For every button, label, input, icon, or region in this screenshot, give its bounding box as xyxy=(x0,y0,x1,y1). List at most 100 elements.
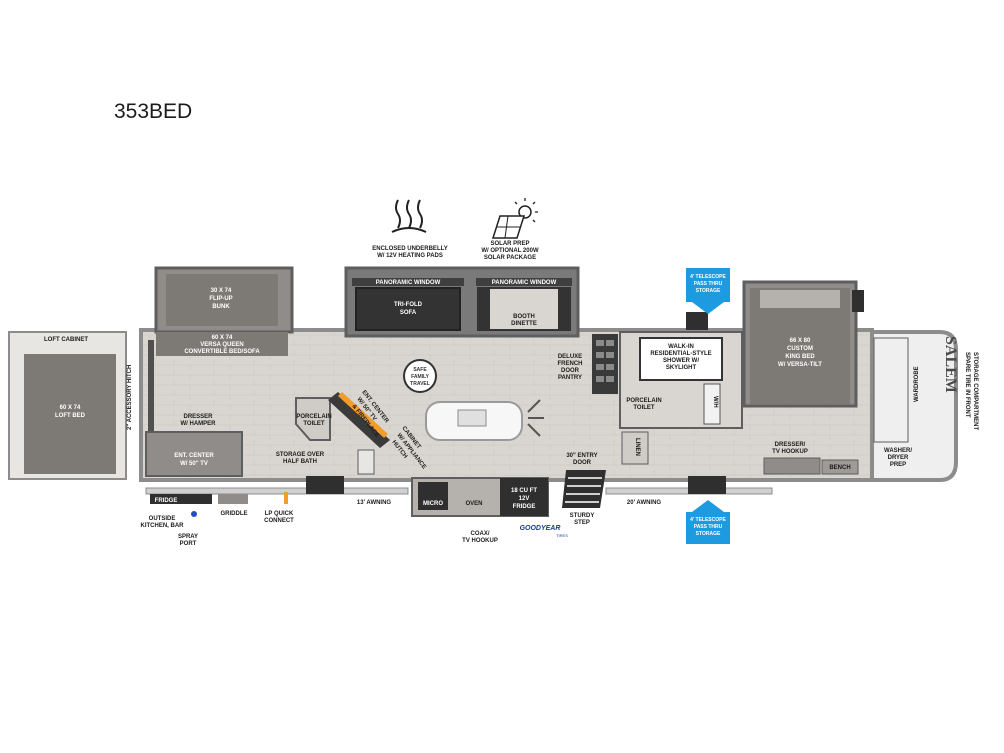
bunk-type: FLIP-UP xyxy=(209,296,232,302)
badge-line-2: FAMILY xyxy=(411,374,430,380)
dinette-seat-left xyxy=(478,288,490,330)
spare-tire-label-1: SPARE TIRE IN FRONT xyxy=(964,352,970,418)
washer-dryer-label-2: DRYER xyxy=(888,455,909,461)
dinette-seat-right xyxy=(558,288,570,330)
spray-port-label-1: SPRAY xyxy=(178,534,198,540)
booth-dinette-label-2: DINETTE xyxy=(511,321,537,327)
awning-13-label: 13' AWNING xyxy=(357,500,392,506)
solar-label-3: SOLAR PACKAGE xyxy=(484,255,536,261)
storage-half-bath-label-2: HALF BATH xyxy=(283,459,317,465)
bath-toilet-label-1: PORCELAIN xyxy=(626,398,661,404)
storage-bottom-line-1: 4' TELESCOPE xyxy=(690,517,726,523)
solar-label-1: SOLAR PREP xyxy=(490,241,529,247)
wh-label: W/H xyxy=(712,396,718,408)
dresser-hamper-label-1: DRESSER xyxy=(183,414,213,420)
half-bath-sink xyxy=(357,449,375,475)
bunk-label: BUNK xyxy=(212,304,230,310)
wardrobe xyxy=(873,337,909,443)
lp-quick-connect-label-2: CONNECT xyxy=(264,518,294,524)
pantry-label-4: PANTRY xyxy=(558,375,582,381)
ent-center-label-1: ENT. CENTER xyxy=(174,453,214,459)
outside-kitchen-label-1: OUTSIDE xyxy=(149,516,176,522)
coax-label-1: COAX/ xyxy=(470,531,489,537)
accessory-hitch-label: 2" ACCESSORY HITCH xyxy=(127,365,133,430)
oven-label: OVEN xyxy=(465,501,482,507)
bench xyxy=(821,459,859,475)
panoramic-window-2-label: PANORAMIC WINDOW xyxy=(492,280,557,286)
model-number: 353BED xyxy=(114,100,193,123)
entry-door-label-2: DOOR xyxy=(573,460,592,466)
walk-in-shower xyxy=(639,337,723,381)
half-bath-toilet-label-2: TOILET xyxy=(303,421,325,427)
spray-port-label-2: PORT xyxy=(180,541,197,547)
heating-pads-icon xyxy=(391,199,427,233)
badge-line-3: TRAVEL xyxy=(410,381,430,387)
trifold-sofa xyxy=(355,287,461,331)
storage-callout-top: 4' TELESCOPE PASS THRU STORAGE xyxy=(686,268,730,314)
bunk-wall xyxy=(148,340,154,435)
fridge-label-2: 12V xyxy=(519,496,530,502)
island-sink xyxy=(457,409,487,427)
washer-dryer-label-3: PREP xyxy=(890,462,906,468)
loft-bed xyxy=(24,354,116,474)
king-bed-pillows xyxy=(760,290,840,308)
storage-callout-bottom: 4' TELESCOPE PASS THRU STORAGE xyxy=(686,500,730,544)
pantry-shelves xyxy=(596,340,614,382)
dresser-tv xyxy=(763,457,821,475)
storage-top-line-3: STORAGE xyxy=(696,288,721,294)
shower-label-1: WALK-IN xyxy=(668,344,694,350)
storage-bottom-line-3: STORAGE xyxy=(696,531,721,537)
shower-label-3: SHOWER W/ xyxy=(663,358,699,364)
spray-port-icon xyxy=(191,511,197,517)
fridge-label-1: 18 CU FT xyxy=(511,488,537,494)
heating-label-1: ENCLOSED UNDERBELLY xyxy=(372,246,447,252)
outside-kitchen-label-2: KITCHEN, BAR xyxy=(141,523,185,529)
awning-rear xyxy=(145,487,409,495)
king-bed-label-1: CUSTOM xyxy=(787,346,813,352)
linen-label: LINEN xyxy=(634,438,640,456)
storage-top-line-2: PASS THRU xyxy=(694,281,723,287)
solar-label-2: W/ OPTIONAL 200W xyxy=(481,248,539,254)
sturdy-step-label-1: STURDY xyxy=(570,513,595,519)
goodyear-tires: TIRES xyxy=(556,533,568,538)
griddle-label: GRIDDLE xyxy=(221,511,248,517)
storage-half-bath-label-1: STORAGE OVER xyxy=(276,452,325,458)
trifold-sofa-label-2: SOFA xyxy=(400,310,417,316)
outside-fridge-label: FRIDGE xyxy=(155,498,178,504)
linen-closet xyxy=(621,431,649,465)
storage-bottom-line-2: PASS THRU xyxy=(694,524,723,530)
versa-queen-type: VERSA QUEEN xyxy=(200,342,243,348)
dresser-hamper-label-2: W/ HAMPER xyxy=(181,421,217,427)
wheel-right xyxy=(688,476,726,494)
king-bed-size: 66 X 80 xyxy=(790,338,811,344)
lp-quick-connect-label-1: LP QUICK xyxy=(265,511,294,517)
solar-panel-icon xyxy=(491,198,538,239)
nightstand-left xyxy=(686,312,708,330)
shower-label-2: RESIDENTIAL-STYLE xyxy=(650,351,711,357)
entry-steps xyxy=(562,470,606,508)
wheel-left xyxy=(306,476,344,494)
storage-top-line-1: 4' TELESCOPE xyxy=(690,274,726,280)
coax-label-2: TV HOOKUP xyxy=(462,538,498,544)
bench-label: BENCH xyxy=(829,465,850,471)
goodyear-logo: GOODYEAR xyxy=(520,525,561,532)
spare-tire-label-2: STORAGE COMPARTMENT xyxy=(972,352,978,430)
booth-dinette-label-1: BOOTH xyxy=(513,314,535,320)
microwave xyxy=(418,482,448,510)
bar-stool-icon xyxy=(527,399,544,437)
pantry-label-3: DOOR xyxy=(561,368,580,374)
bath-vanity xyxy=(703,383,721,425)
panoramic-window-1-label: PANORAMIC WINDOW xyxy=(376,280,441,286)
pantry-label-2: FRENCH xyxy=(558,361,583,367)
trifold-sofa-label-1: TRI-FOLD xyxy=(394,302,423,308)
bath-toilet-label-2: TOILET xyxy=(633,405,655,411)
nightstand-right xyxy=(852,290,864,312)
sturdy-step-label-2: STEP xyxy=(574,520,590,526)
lp-quick-connect xyxy=(284,492,288,504)
versa-queen-sofa xyxy=(156,332,288,356)
badge-line-1: SAFE xyxy=(413,367,427,373)
panoramic-window-2 xyxy=(476,278,572,286)
fireplace-ent-center xyxy=(328,392,390,448)
flipup-bunk xyxy=(166,274,278,326)
entry-door-label-1: 30" ENTRY xyxy=(566,453,597,459)
